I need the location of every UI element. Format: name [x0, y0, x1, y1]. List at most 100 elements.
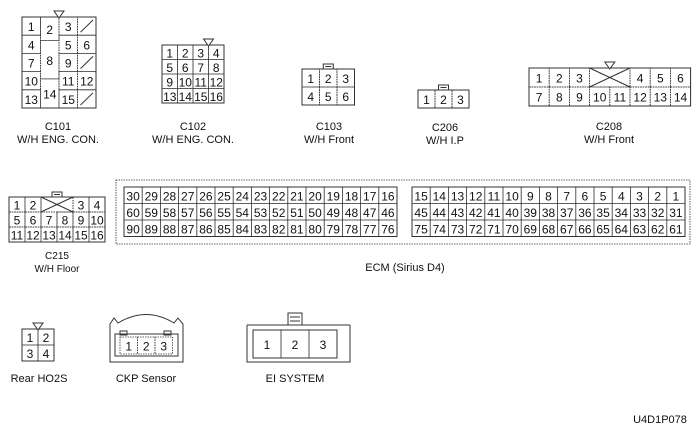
c208-key-icon [603, 61, 616, 70]
c215-name: W/H Floor [34, 264, 80, 275]
pin-label: 5 [14, 214, 21, 228]
pin-label: 16 [90, 229, 104, 243]
c103-code: C103 [315, 121, 343, 133]
pin-label: 82 [272, 222, 286, 236]
pin-label: 2 [46, 23, 53, 37]
pin-cell [336, 68, 355, 88]
ckp-housing [109, 314, 184, 363]
pin-label: 2 [325, 72, 332, 86]
pin-label: 1 [14, 199, 21, 213]
blank-cavity [77, 89, 97, 109]
pin-label: 5 [657, 72, 664, 86]
pin-cell [56, 226, 74, 243]
pin-label: 10 [593, 91, 607, 105]
pin-label: 5 [600, 189, 607, 203]
pin-label: 25 [217, 189, 231, 203]
c102-name: W/H ENG. CON. [152, 134, 234, 146]
pin-label: 78 [345, 222, 359, 236]
pin-cell [378, 219, 398, 237]
pin-label: 1 [307, 72, 314, 86]
pin-label: 11 [488, 189, 501, 203]
pin-cell [40, 226, 58, 243]
pin-cell [670, 86, 692, 107]
pin-label: 90 [126, 222, 140, 236]
c215-code: C215 [45, 251, 69, 262]
slash-line [80, 92, 94, 106]
pin-label: 15 [194, 90, 208, 104]
pin-label: 14 [433, 189, 447, 203]
pin-label: 33 [633, 206, 647, 220]
pin-label: 56 [199, 206, 213, 220]
pin-label: 64 [615, 222, 629, 236]
pin-cell [208, 88, 225, 104]
pin-label: 9 [166, 75, 173, 89]
pin-cell [666, 186, 686, 204]
pin-label: 2 [654, 189, 661, 203]
pin-label: 11 [11, 229, 24, 243]
pin-label: 86 [199, 222, 213, 236]
ckp-tab-left [119, 330, 128, 336]
pin-label: 8 [545, 189, 552, 203]
pin-cell [378, 186, 398, 204]
pin-label: 35 [596, 206, 610, 220]
pin-cell [40, 16, 60, 42]
pin-label: 32 [651, 206, 665, 220]
pin-label: 50 [308, 206, 322, 220]
pin-label: 34 [615, 206, 629, 220]
pin-label: 2 [30, 199, 37, 213]
pin-label: 14 [674, 91, 688, 105]
pin-label: 10 [25, 75, 39, 89]
pin-label: 20 [308, 189, 322, 203]
pin-label: 68 [542, 222, 556, 236]
pin-label: 11 [62, 75, 75, 89]
pin-label: 3 [457, 93, 464, 107]
pin-label: 70 [505, 222, 519, 236]
pin-cell [58, 89, 78, 109]
pin-label: 73 [451, 222, 465, 236]
pin-label: 57 [181, 206, 195, 220]
pin-label: 22 [272, 189, 286, 203]
pin-label: 30 [126, 189, 140, 203]
ckp-sensor-name: CKP Sensor [115, 373, 177, 385]
slash-line [80, 19, 94, 33]
pin-label: 6 [30, 214, 37, 228]
pin-label: 10 [179, 75, 193, 89]
pin-label: 79 [327, 222, 341, 236]
pin-label: 59 [145, 206, 159, 220]
cross-line [40, 196, 74, 213]
pin-label: 10 [505, 189, 519, 203]
pin-label: 39 [524, 206, 538, 220]
pin-label: 1 [264, 338, 271, 352]
pin-label: 5 [166, 61, 173, 75]
pin-cell [378, 203, 398, 221]
pin-label: 24 [236, 189, 250, 203]
pin-cell [528, 86, 550, 107]
pin-cell [37, 344, 55, 362]
pin-label: 9 [527, 189, 534, 203]
pin-label: 1 [125, 340, 132, 354]
pin-label: 88 [163, 222, 177, 236]
pin-label: 55 [217, 206, 231, 220]
pin-label: 5 [325, 90, 332, 104]
pin-label: 4 [94, 199, 101, 213]
c102-code: C102 [179, 121, 207, 133]
pin-label: 1 [28, 20, 35, 34]
pin-label: 9 [65, 57, 72, 71]
pin-label: 8 [62, 214, 69, 228]
pin-label: 37 [560, 206, 574, 220]
pin-label: 3 [160, 340, 167, 354]
pin-label: 69 [524, 222, 538, 236]
pin-label: 36 [578, 206, 592, 220]
pin-cell [58, 34, 78, 54]
pin-label: 44 [433, 206, 447, 220]
pin-cell [569, 86, 591, 107]
pin-cell [629, 86, 651, 107]
pin-label: 13 [42, 229, 56, 243]
pin-cell [77, 34, 97, 54]
pin-label: 66 [578, 222, 592, 236]
pin-label: 7 [536, 91, 543, 105]
